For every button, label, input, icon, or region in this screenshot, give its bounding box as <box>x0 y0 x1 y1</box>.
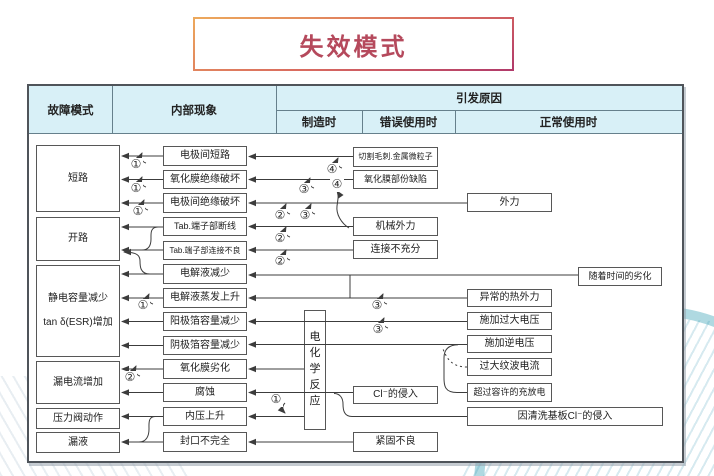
node-cl-intrusion: Cl⁻的侵入 <box>353 386 438 404</box>
header-trigger-cause: 引发原因 <box>456 93 502 105</box>
node-excessive-voltage: 施加过大电压 <box>467 312 552 330</box>
node-oxide-film-degradation: 氧化膜劣化 <box>163 359 247 379</box>
page-title: 失效模式 <box>299 33 408 61</box>
annotation-①: ① <box>269 392 283 407</box>
node-leakage-current-increase: 漏电流增加 <box>36 361 120 404</box>
node-internal-pressure-rise: 内压上升 <box>163 407 247 426</box>
node-reverse-voltage: 施加逆电压 <box>467 335 552 353</box>
annotation-③: ③ <box>298 208 312 223</box>
node-tab-terminal-poor-connection: Tab.端子部连接不良 <box>163 241 247 260</box>
header-during-manufacturing: 制造时 <box>301 116 337 129</box>
node-oxide-film-partial-defects: 氧化膜部份缺陷 <box>353 170 438 189</box>
header-separator <box>362 110 363 133</box>
node-poor-fastening: 紧固不良 <box>353 432 438 452</box>
header-separator <box>29 133 682 134</box>
annotation-④: ④ <box>330 177 344 192</box>
header-separator <box>455 110 456 133</box>
node-electrochemical-reaction: 电 化 学 反 应 <box>304 310 326 430</box>
node-inter-electrode-insulation-breakdown: 电极间绝缘破坏 <box>163 193 247 213</box>
header-separator <box>276 110 682 111</box>
node-insufficient-connection: 连接不充分 <box>353 240 438 259</box>
node-abnormal-thermal-stress: 异常的热外力 <box>467 289 552 307</box>
node-anode-foil-capacity-decrease: 阳极箔容量减少 <box>163 312 247 331</box>
node-pressure-valve-operation: 压力阀动作 <box>36 408 120 429</box>
annotation-③: ③ <box>371 322 385 337</box>
header-internal-phenomenon: 内部现象 <box>171 104 217 117</box>
node-degradation-over-time: 随着时间的劣化 <box>578 267 662 286</box>
annotation-②: ② <box>273 208 287 223</box>
annotation-②: ② <box>273 231 287 246</box>
annotation-③: ③ <box>370 298 384 313</box>
node-electrolyte-decrease: 电解液减少 <box>163 264 247 284</box>
table-header-background <box>29 86 682 133</box>
node-oxide-film-insulation-breakdown: 氧化膜绝缘破坏 <box>163 170 247 189</box>
header-during-misuse: 错误使用时 <box>379 116 438 129</box>
node-cl-intrusion-board-cleaning: 因清洗基板Cl⁻的侵入 <box>467 407 663 426</box>
annotation-①: ① <box>129 157 143 172</box>
annotation-①: ① <box>136 298 150 313</box>
node-incomplete-sealing: 封口不完全 <box>163 432 247 452</box>
node-charge-discharge-over-allowance: 超过容许的充放电 <box>467 383 552 402</box>
node-external-force: 外力 <box>467 193 552 212</box>
header-separator <box>112 86 113 133</box>
header-failure-mode: 故障模式 <box>47 104 94 117</box>
node-liquid-leakage: 漏液 <box>36 432 120 453</box>
node-cutting-burrs-metal-particles: 切割毛刺.金属微粒子 <box>353 147 438 167</box>
header-during-normal-use: 正常使用时 <box>539 116 598 129</box>
node-electrode-short: 电极间短路 <box>163 146 247 166</box>
annotation-④: ④ <box>325 162 339 177</box>
node-tab-terminal-wire-break: Tab.端子部断线 <box>163 217 247 236</box>
annotation-②: ② <box>273 254 287 269</box>
node-corrosion: 腐蚀 <box>163 383 247 402</box>
node-electrolyte-evaporation-rise: 电解液蒸发上升 <box>163 288 247 308</box>
node-open-circuit: 开路 <box>36 217 120 261</box>
node-capacitance-decrease: 静电容量减少 tan δ(ESR)增加 <box>36 265 120 357</box>
node-excessive-ripple-current: 过大纹波电流 <box>467 358 552 376</box>
annotation-②: ② <box>123 370 137 385</box>
node-mechanical-external-force: 机械外力 <box>353 217 438 236</box>
page-title-box: 失效模式 <box>193 17 514 71</box>
annotation-①: ① <box>129 181 143 196</box>
annotation-③: ③ <box>297 182 311 197</box>
header-separator <box>276 86 277 133</box>
node-short-circuit: 短路 <box>36 145 120 212</box>
node-cathode-foil-capacity-decrease: 阴极箔容量减少 <box>163 336 247 355</box>
annotation-①: ① <box>131 204 145 219</box>
